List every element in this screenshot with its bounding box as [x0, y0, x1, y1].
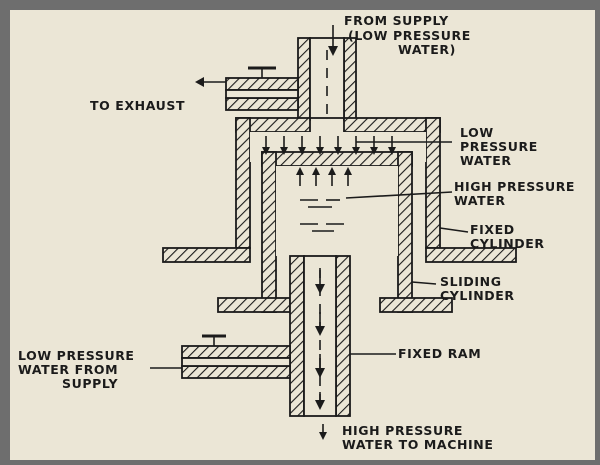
exhaust-pipe-lower-wall: [225, 97, 299, 111]
label-high-pressure: HIGH PRESSURE: [454, 179, 575, 194]
label-sliding: SLIDING: [440, 274, 502, 289]
leader-sliding-cylinder: [411, 281, 437, 285]
high-pressure-arrows: [296, 167, 352, 186]
label-cylinder-1: CYLINDER: [470, 236, 545, 251]
exhaust-pipe-upper-wall: [225, 77, 299, 91]
ram-flow-arrows: [315, 270, 325, 410]
label-to-exhaust: TO EXHAUST: [90, 98, 185, 113]
label-pressure: PRESSURE: [460, 139, 538, 154]
label-water-from: WATER FROM: [18, 362, 118, 377]
label-water-to-machine: WATER TO MACHINE: [342, 437, 493, 452]
label-fixed: FIXED: [470, 222, 515, 237]
outlet-flow-arrow: [319, 424, 327, 440]
fixed-cylinder-right-wall: [425, 117, 441, 249]
label-low-pressure-left: LOW PRESSURE: [18, 348, 135, 363]
exhaust-pipe-bore: [225, 89, 299, 99]
leader-fixed-cylinder: [439, 227, 469, 233]
label-water-1: WATER: [460, 153, 512, 168]
supply-neck-left-wall: [297, 37, 311, 121]
sliding-cylinder-right-flange: [379, 297, 453, 313]
exhaust-flow-arrow: [195, 77, 226, 87]
label-water-2: WATER: [454, 193, 506, 208]
inlet-pipe-lower-wall: [181, 365, 291, 379]
fixed-ram-right-wall: [335, 255, 351, 417]
label-supply-left: SUPPLY: [62, 376, 118, 391]
label-water-close: WATER): [398, 42, 456, 57]
label-fixed-ram: FIXED RAM: [398, 346, 481, 361]
supply-flow-arrow: [328, 25, 338, 56]
label-cylinder-2: CYLINDER: [440, 288, 515, 303]
fixed-cylinder-left-wall: [235, 117, 251, 249]
label-low-pressure-supply: (LOW PRESSURE: [348, 28, 471, 43]
sliding-cylinder-left-wall: [261, 151, 277, 313]
supply-neck-right-wall: [343, 37, 357, 121]
fixed-ram-left-wall: [289, 255, 305, 417]
sliding-cylinder-top-wall: [261, 151, 413, 167]
low-pressure-arrows: [262, 136, 396, 155]
label-from-supply: FROM SUPPLY: [344, 13, 449, 28]
fixed-cylinder-right-flange: [425, 247, 517, 263]
water-surface-marks: [300, 199, 344, 232]
high-pressure-chamber: [276, 166, 398, 256]
label-high-pressure-bottom: HIGH PRESSURE: [342, 423, 463, 438]
leader-high-pressure: [345, 191, 453, 199]
label-low: LOW: [460, 125, 494, 140]
sliding-cylinder-right-wall: [397, 151, 413, 313]
sliding-cylinder-left-flange: [217, 297, 291, 313]
inlet-pipe-bore: [181, 357, 291, 367]
inlet-pipe-upper-wall: [181, 345, 291, 359]
fixed-cylinder-left-flange: [162, 247, 251, 263]
